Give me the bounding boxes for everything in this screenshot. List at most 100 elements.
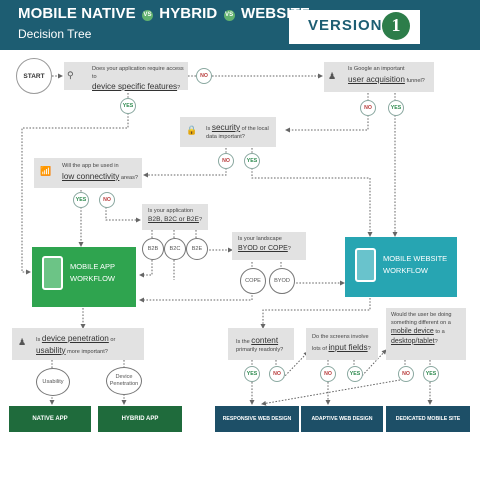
version1-logo: VERSION 1 [289, 10, 420, 44]
question-key-phrase: security [211, 123, 241, 132]
vs-badge: VS [223, 10, 235, 21]
option-label: BYOD [274, 278, 290, 284]
question-suffix: funnel? [404, 77, 425, 84]
result-dedicated-mobile-site: DEDICATED MOBILE SITE [386, 406, 470, 432]
question-text: Is Google an important [348, 66, 405, 72]
answer-yes: YES [244, 153, 260, 169]
workflow-subtitle: WORKFLOW [70, 274, 115, 283]
mobile-website-workflow: MOBILE WEBSITE WORKFLOW [345, 237, 457, 297]
question-key-phrase: low connectivity [62, 171, 120, 181]
question-key-phrase: input fields [328, 342, 368, 352]
question-text: Is the [236, 339, 252, 345]
option-label: COPE [245, 278, 261, 284]
question-text: to a [433, 329, 445, 336]
option-usability: Usability [36, 368, 70, 396]
question-key-phrase: usability [36, 345, 66, 355]
answer-yes: YES [347, 366, 363, 382]
vs-badge: VS [141, 10, 153, 21]
title-hybrid: HYBRID [159, 5, 218, 22]
option-cope: COPE [240, 268, 266, 294]
workflow-title: MOBILE WEBSITE [383, 254, 448, 263]
result-native-app: NATIVE APP [9, 406, 91, 432]
question-suffix: more important? [65, 348, 108, 355]
question-penetration-usability: ♟ Is device penetration or usability mor… [12, 328, 144, 360]
question-user-acquisition: ♟ Is Google an important user acquisitio… [324, 62, 434, 92]
answer-yes: YES [120, 98, 136, 114]
option-label: B2C [169, 246, 181, 252]
option-byod: BYOD [269, 268, 295, 294]
question-security: 🔒 Is security of the local data importan… [180, 117, 276, 147]
logo-circle: 1 [382, 12, 410, 40]
logo-number: 1 [391, 15, 401, 35]
question-suffix: areas? [119, 174, 139, 181]
signal-icon: 📶 [40, 166, 52, 176]
question-text: Is [36, 337, 42, 343]
option-label: Usability [42, 379, 64, 385]
question-device-features: ⚲ Does your application require access t… [64, 62, 188, 92]
start-label: START [23, 72, 45, 80]
question-key-phrase: BYOD or COPE [238, 244, 288, 252]
workflow-title: MOBILE APP [70, 262, 116, 271]
page-title: MOBILE NATIVE VS HYBRID VS WEBSITE [18, 5, 310, 22]
question-suffix: ? [367, 345, 371, 352]
question-text: or [108, 337, 116, 343]
answer-yes: YES [423, 366, 439, 382]
question-key-phrase: device penetration [41, 334, 109, 343]
question-suffix: ? [177, 85, 181, 92]
question-key-phrase: mobile device [391, 328, 434, 336]
title-mobile-native: MOBILE NATIVE [18, 5, 136, 22]
phone-icon [42, 256, 63, 290]
workflow-subtitle: WORKFLOW [383, 266, 428, 275]
question-suffix: ? [198, 216, 203, 223]
result-adaptive-web-design: ADAPTIVE WEB DESIGN [301, 406, 383, 432]
question-text: Do the screens involve lots of [312, 334, 369, 352]
question-suffix: primarily readonly? [236, 346, 284, 353]
question-input-fields: Do the screens involve lots of input fie… [306, 328, 378, 360]
lock-icon: 🔒 [186, 125, 198, 135]
logo-text: VERSION [308, 17, 383, 34]
question-key-phrase: B2B, B2C or B2E [148, 215, 199, 223]
option-device-penetration: Device Penetration [106, 367, 142, 395]
question-text: Will the app be used in [62, 163, 119, 169]
location-mic-icon: ⚲ [67, 70, 74, 80]
question-content-readonly: Is the content primarily readonly? [228, 328, 294, 360]
option-b2e: B2E [186, 238, 208, 260]
mobile-app-workflow: MOBILE APP WORKFLOW [32, 247, 136, 307]
answer-no: NO [196, 68, 212, 84]
phone-icon [355, 248, 376, 282]
question-byod-cope: Is your landscape BYOD or COPE? [232, 232, 306, 260]
answer-no: NO [218, 153, 234, 169]
answer-yes: YES [388, 100, 404, 116]
answer-no: NO [320, 366, 336, 382]
page-subtitle: Decision Tree [18, 27, 92, 41]
question-key-phrase: user acquisition [348, 74, 405, 84]
question-text: Does your application require access to [92, 66, 184, 80]
question-mobile-vs-desktop: Would the user be doing something differ… [386, 308, 466, 360]
question-key-phrase: desktop/tablet [391, 337, 435, 345]
option-label: Device Penetration [109, 374, 139, 387]
answer-no: NO [360, 100, 376, 116]
result-responsive-web-design: RESPONSIVE WEB DESIGN [215, 406, 299, 432]
question-key-phrase: device specific features [92, 82, 178, 92]
option-b2b: B2B [142, 238, 164, 260]
answer-yes: YES [244, 366, 260, 382]
question-suffix: ? [434, 338, 438, 345]
question-text: Would the user be doing something differ… [391, 312, 452, 326]
start-node: START [16, 58, 52, 94]
answer-no: NO [269, 366, 285, 382]
question-b2b-b2c-b2e: Is your application B2B, B2C or B2E? [142, 204, 208, 230]
result-hybrid-app: HYBRID APP [98, 406, 182, 432]
answer-yes: YES [73, 192, 89, 208]
answer-no: NO [99, 192, 115, 208]
answer-no: NO [398, 366, 414, 382]
option-label: B2E [191, 246, 203, 252]
option-b2c: B2C [164, 238, 186, 260]
question-suffix: of the local data important? [206, 126, 269, 140]
option-label: B2B [147, 246, 159, 252]
question-suffix: ? [287, 245, 291, 252]
users-question-icon: ♟ [18, 337, 27, 347]
question-text: Is your application [148, 208, 194, 214]
question-key-phrase: content [251, 336, 279, 345]
question-text: Is your landscape [238, 236, 282, 242]
